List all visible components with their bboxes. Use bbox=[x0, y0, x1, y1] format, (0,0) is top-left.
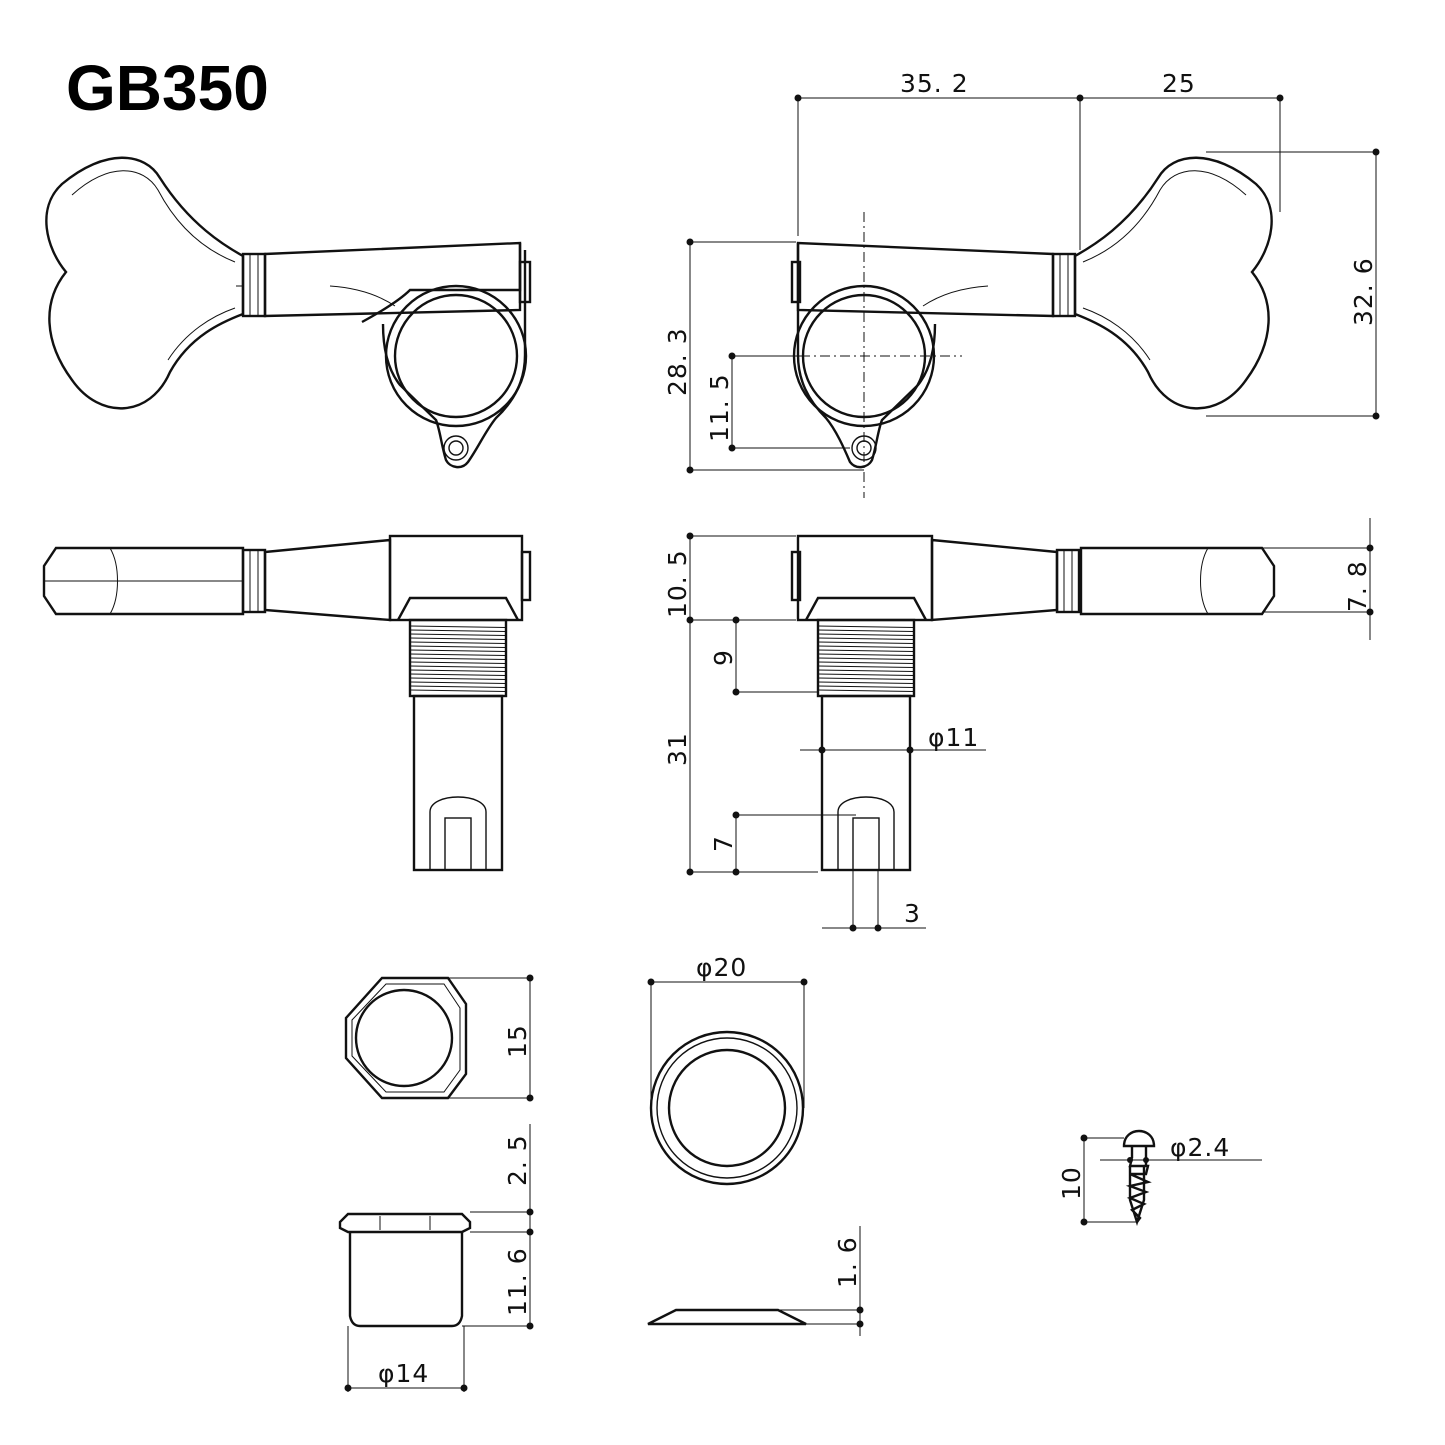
thread-line bbox=[817, 673, 915, 676]
thread-line bbox=[817, 645, 915, 648]
dim-washer-diameter: φ20 bbox=[696, 953, 747, 982]
thread-line bbox=[817, 685, 915, 688]
tuner-front-view-right bbox=[760, 156, 1273, 498]
thread-lines bbox=[409, 625, 507, 692]
thread-line bbox=[817, 625, 915, 628]
thread-line bbox=[817, 665, 915, 668]
dim-post-length: 31 bbox=[663, 732, 692, 766]
tuner-side-view-left bbox=[42, 534, 532, 872]
thread-line bbox=[817, 661, 915, 664]
dim-washer-thickness: 1. 6 bbox=[833, 1236, 862, 1288]
dim-bushing-length: 11. 6 bbox=[503, 1247, 532, 1316]
thread-line bbox=[409, 657, 507, 660]
thread-line bbox=[409, 685, 507, 688]
thread-line bbox=[409, 665, 507, 668]
dim-housing-thickness: 10. 5 bbox=[663, 549, 692, 618]
thread-lines bbox=[817, 625, 915, 692]
thread-line bbox=[817, 641, 915, 644]
dim-bushing-flange: 2. 5 bbox=[503, 1134, 532, 1186]
dim-button-length: 25 bbox=[1162, 69, 1196, 98]
thread-line bbox=[817, 637, 915, 640]
thread-line bbox=[409, 689, 507, 692]
hex-nut-drawing bbox=[344, 976, 468, 1100]
dim-mount-hole-offset: 11. 5 bbox=[705, 373, 734, 442]
thread-line bbox=[409, 633, 507, 636]
thread-line bbox=[817, 657, 915, 660]
tuner-side-view-right bbox=[790, 534, 1276, 872]
thread-line bbox=[409, 645, 507, 648]
thread-line bbox=[817, 669, 915, 672]
thread-line bbox=[409, 637, 507, 640]
thread-line bbox=[409, 641, 507, 644]
dimension-labels: 35. 2 25 32. 6 28. 3 11. 5 10. 5 7. 8 9 … bbox=[378, 69, 1378, 1388]
dim-nut-across-flats: 15 bbox=[503, 1024, 532, 1058]
thread-line bbox=[817, 649, 915, 652]
thread-line bbox=[817, 689, 915, 692]
thread-line bbox=[409, 625, 507, 628]
thread-line bbox=[817, 633, 915, 636]
dim-housing-height: 28. 3 bbox=[663, 327, 692, 396]
flat-washer-drawing bbox=[647, 1308, 807, 1326]
thread-line bbox=[409, 681, 507, 684]
thread-line bbox=[817, 681, 915, 684]
thread-line bbox=[409, 661, 507, 664]
thread-line bbox=[817, 629, 915, 632]
dim-screw-diameter: φ2.4 bbox=[1170, 1133, 1230, 1162]
screw-drawing bbox=[1122, 1129, 1156, 1226]
dimension-lines bbox=[344, 94, 1380, 1392]
model-title: GB350 bbox=[66, 52, 269, 124]
thread-line bbox=[409, 673, 507, 676]
bushing-drawing bbox=[338, 1212, 472, 1328]
dim-button-height: 32. 6 bbox=[1349, 257, 1378, 326]
thread-line bbox=[409, 629, 507, 632]
thread-line bbox=[817, 677, 915, 680]
tuner-front-view-left bbox=[45, 156, 532, 469]
dim-bushing-diameter: φ14 bbox=[378, 1359, 429, 1388]
washer-drawing bbox=[649, 1030, 805, 1186]
thread-line bbox=[409, 677, 507, 680]
dim-slot-width: 3 bbox=[904, 899, 921, 928]
dim-slot-depth: 7 bbox=[709, 835, 738, 852]
dim-post-offset: 35. 2 bbox=[900, 69, 969, 98]
dim-post-diameter: φ11 bbox=[928, 723, 979, 752]
dim-button-thickness: 7. 8 bbox=[1343, 560, 1372, 612]
dim-thread-length: 9 bbox=[709, 649, 738, 666]
dim-screw-length: 10 bbox=[1057, 1166, 1086, 1200]
thread-line bbox=[409, 669, 507, 672]
thread-line bbox=[409, 653, 507, 656]
thread-line bbox=[409, 649, 507, 652]
thread-line bbox=[817, 653, 915, 656]
